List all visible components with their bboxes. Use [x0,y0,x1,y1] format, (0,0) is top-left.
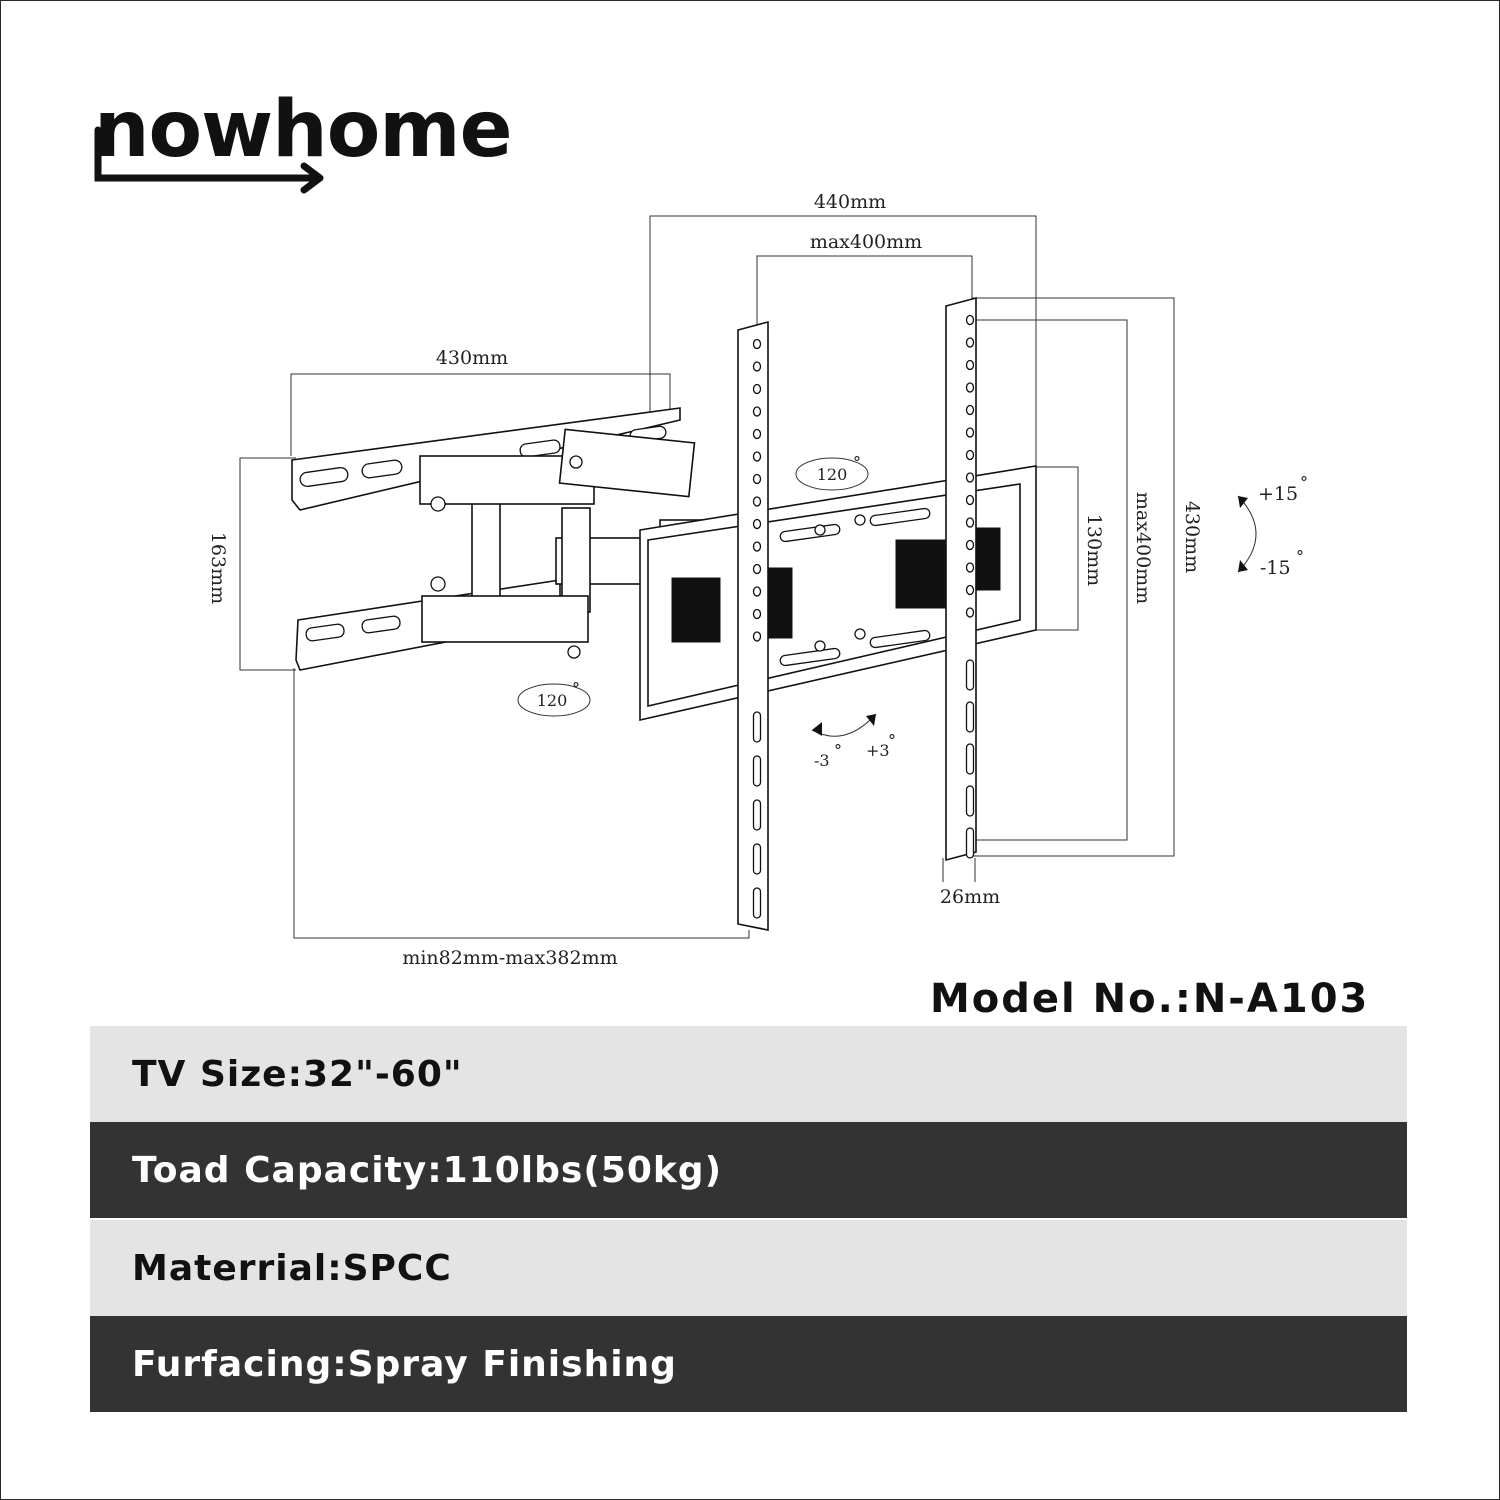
dim-extension-label: min82mm-max382mm [402,947,617,969]
tv-bracket-left [737,320,769,931]
wall-post [471,489,501,611]
bracket-hole [965,494,975,506]
rotate-left-degree: ° [834,741,842,760]
bracket-hole [752,361,762,372]
bracket-hole [752,631,762,642]
dim-vesa-horizontal-label: max400mm [810,231,922,253]
bracket-hole [752,428,762,440]
bracket-hole [752,586,762,597]
spec-row-material: Materrial:SPCC [90,1220,1407,1316]
bracket-hole [965,404,975,416]
logo-arrow-line [94,126,320,182]
bracket-slot [752,843,762,875]
dim-wall-plate-height-label: 163mm [207,532,229,604]
dim-width-overall-label: 440mm [814,191,886,213]
bracket-hole [752,563,762,575]
tilt-up-value: +15 [1258,483,1298,505]
swivel-bottom-value: 120 [537,691,568,710]
rotation-angle: -3 ° +3 ° [811,713,896,770]
spec-row-load-capacity: Toad Capacity:110lbs(50kg) [90,1122,1407,1218]
swivel-top-value: 120 [817,465,848,484]
swivel-angle-bottom: 120 ° [517,679,591,717]
bracket-slot [752,711,762,743]
bracket-slot [965,785,975,817]
bracket-hole [965,314,975,326]
bracket-slot [965,659,975,691]
spec-row-tv-size: TV Size:32"-60" [90,1026,1407,1122]
bracket-hole [965,584,975,596]
tilt-up-arrow-icon [1238,496,1248,508]
dim-vesa-h: max400mm [756,231,973,340]
rotate-right-degree: ° [888,731,896,750]
bracket-hole [965,562,975,573]
swivel-top-degree: ° [853,453,861,472]
rotate-right-arrow-icon [866,714,876,726]
logo-arrow-head-icon [300,162,324,194]
swivel-angle-top: 120 ° [795,453,869,491]
bracket-hole [965,607,975,618]
tilt-angle: +15 ° -15 ° [1237,473,1308,579]
bracket-hole [752,338,762,350]
dim-vesa-v: max400mm [975,319,1154,841]
bracket-hole [752,406,762,417]
bracket-slot [752,755,762,787]
bracket-hole [965,472,975,483]
bracket-hole [965,427,975,438]
bracket-hole [752,496,762,507]
tilt-down-arrow-icon [1238,560,1248,572]
bracket-hole [752,473,762,485]
model-number: Model No.:N-A103 [930,976,1370,1022]
bracket-hole [965,449,975,461]
dim-163: 163mm [207,457,296,671]
tilt-up-degree: ° [1300,473,1308,492]
dim-bracket-height-label: 430mm [1181,501,1203,573]
bracket-slot [752,887,762,919]
bracket-slot [965,827,975,859]
bracket-slot [965,743,975,775]
dim-arm-width-label: 430mm [436,347,508,369]
lower-arm [421,576,589,659]
bracket-hole [965,337,975,348]
bracket-hole [752,541,762,552]
tv-bracket-right [945,296,977,862]
bracket-hole [965,359,975,371]
logo-wordmark: nowhome [94,85,511,175]
spec-row-surfacing: Furfacing:Spray Finishing [90,1316,1407,1412]
dim-tv-bracket-height-label: 130mm [1083,514,1105,586]
rotate-left-value: -3 [814,751,830,770]
tilt-down-degree: ° [1296,547,1304,566]
tilt-down-value: -15 [1260,557,1291,579]
bracket-slot [965,701,975,733]
dim-430-arm: 430mm [290,347,671,456]
rotate-left-arrow-icon [812,722,822,736]
bracket-hole [752,451,762,462]
swivel-bottom-degree: ° [572,679,580,698]
dim-430-overall: 430mm [972,297,1203,857]
dim-26: 26mm [940,858,1000,908]
bracket-hole [965,382,975,393]
dim-vesa-vertical-label: max400mm [1132,492,1154,604]
bracket-hole [965,517,975,528]
dim-extension: min82mm-max382mm [293,668,750,969]
dim-440: 440mm [649,191,1037,490]
bracket-hole [752,608,762,620]
rotate-right-value: +3 [866,741,890,760]
upper-arm [419,428,696,512]
dim-130: 130mm [1036,466,1105,631]
brand-logo: nowhome [94,85,512,194]
dim-profile-thickness-label: 26mm [940,886,1000,908]
bracket-hole [752,383,762,395]
bracket-hole [965,539,975,551]
bracket-slot [752,799,762,831]
bracket-hole [752,518,762,530]
